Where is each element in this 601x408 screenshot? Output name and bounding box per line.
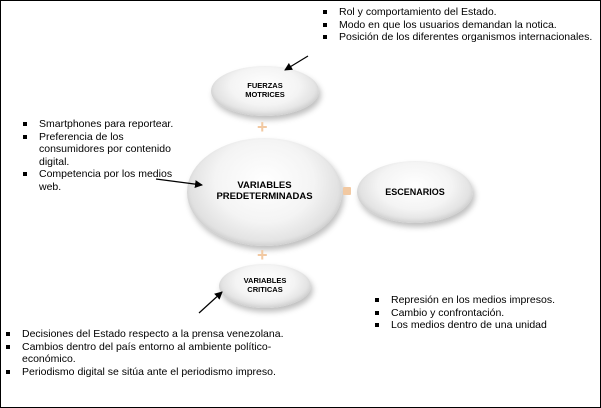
node-fuerzas-motrices: FUERZAS MOTRICES xyxy=(211,66,319,116)
list-item: Decisiones del Estado respecto a la pren… xyxy=(5,328,285,341)
list-top-right: Rol y comportamiento del Estado. Modo en… xyxy=(322,6,597,44)
node-label: VARIABLES CRITICAS xyxy=(243,276,287,294)
list-item: Posición de los diferentes organismos in… xyxy=(322,31,597,44)
plus-connector-bottom: + xyxy=(257,245,268,265)
list-item: Periodismo digital se sitúa ante el peri… xyxy=(5,366,285,379)
list-item: Cambios dentro del país entorno al ambie… xyxy=(5,341,285,366)
list-item: Competencia por los medios web. xyxy=(22,168,182,193)
arrow-left xyxy=(155,178,203,189)
arrow-top xyxy=(284,55,309,71)
node-label: FUERZAS MOTRICES xyxy=(245,81,285,99)
list-item: Represión en los medios impresos. xyxy=(374,294,594,307)
node-variables-predeterminadas: VARIABLES PREDETERMINADAS xyxy=(187,138,342,246)
list-bottom-left: Decisiones del Estado respecto a la pren… xyxy=(5,328,285,378)
arrow-bottom xyxy=(198,291,223,314)
node-variables-criticas: VARIABLES CRITICAS xyxy=(219,264,311,308)
node-label: VARIABLES PREDETERMINADAS xyxy=(216,180,313,202)
list-item: Los medios dentro de una unidad xyxy=(374,319,594,332)
node-label: ESCENARIOS xyxy=(385,186,445,197)
list-item: Smartphones para reportear. xyxy=(22,118,182,131)
list-item: Modo en que los usuarios demandan la not… xyxy=(322,19,597,32)
connector-right xyxy=(343,187,351,195)
list-item: Preferencia de los consumidores por cont… xyxy=(22,131,182,169)
list-right-bottom: Represión en los medios impresos. Cambio… xyxy=(374,294,594,332)
plus-connector-top: + xyxy=(257,117,268,137)
list-item: Rol y comportamiento del Estado. xyxy=(322,6,597,19)
node-escenarios: ESCENARIOS xyxy=(357,161,473,223)
list-left: Smartphones para reportear. Preferencia … xyxy=(22,118,182,193)
list-item: Cambio y confrontación. xyxy=(374,307,594,320)
